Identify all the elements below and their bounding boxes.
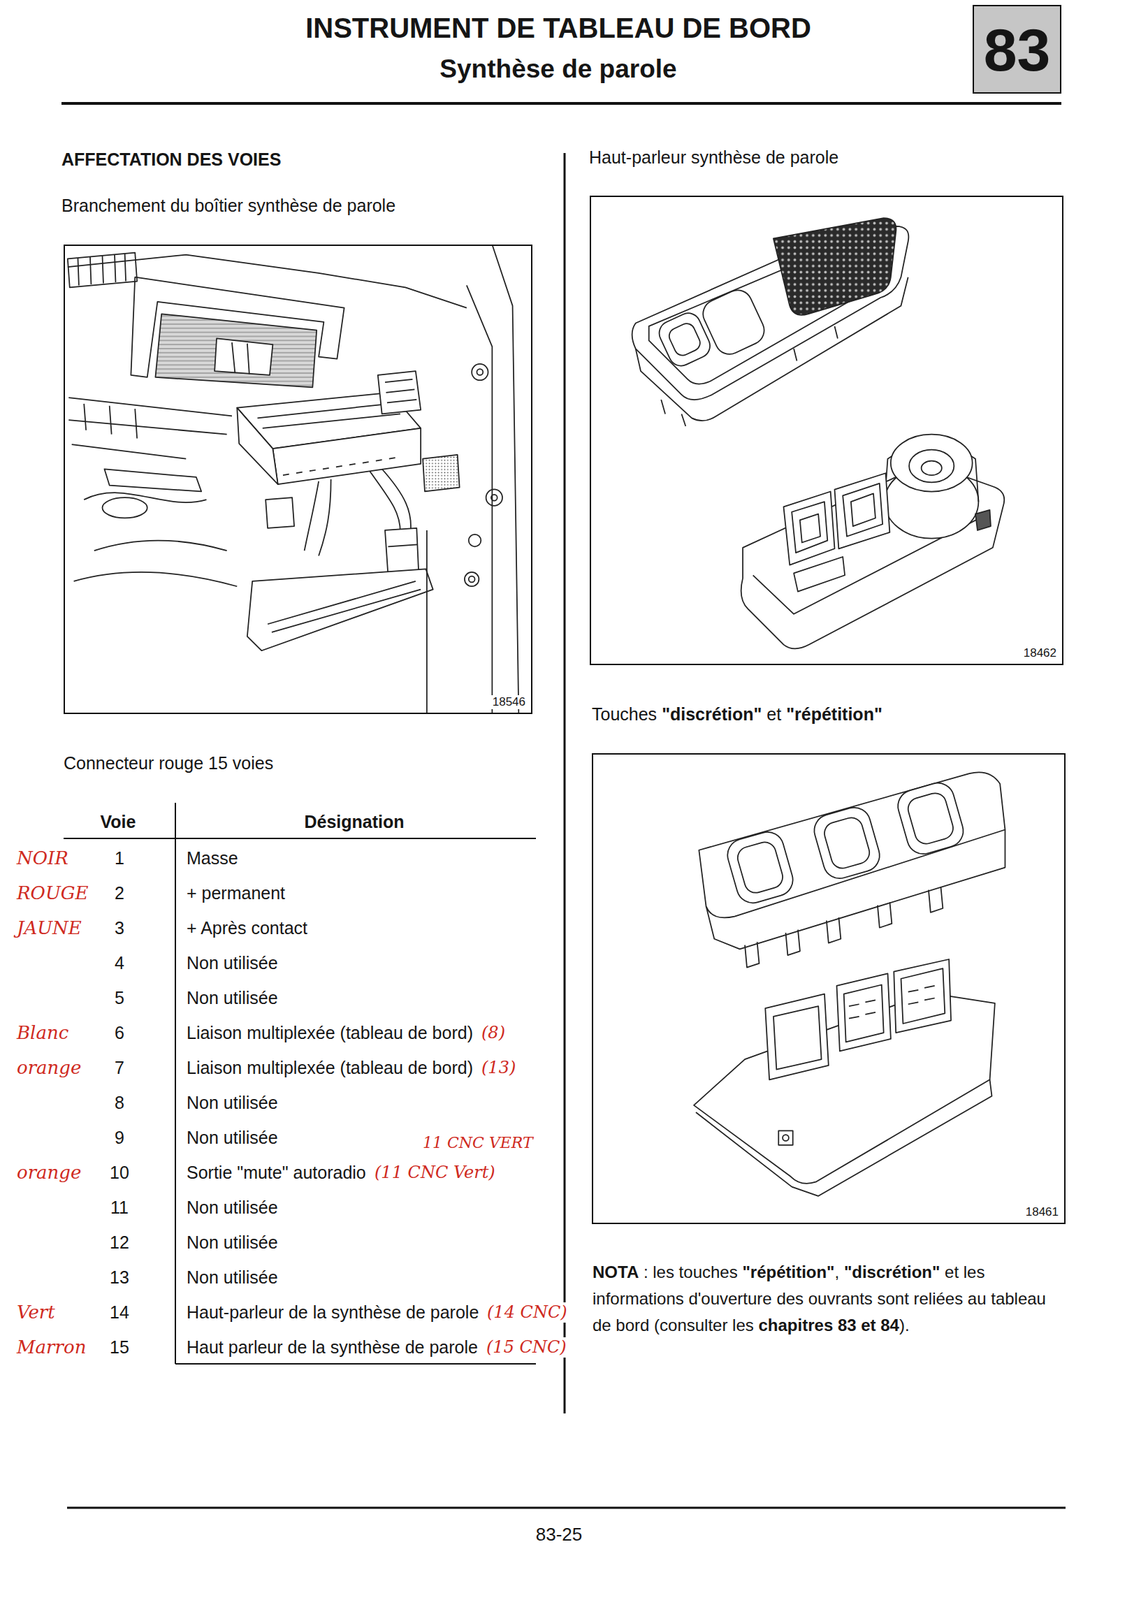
pin-designation: Liaison multiplexée (tableau de bord): [186, 1057, 474, 1079]
text-run: et: [766, 704, 782, 724]
pin-number: 13: [109, 1266, 130, 1288]
chapter-box: 83: [972, 4, 1062, 94]
handwritten-note: (13): [480, 1057, 518, 1079]
pin-designation: Non utilisée: [186, 1266, 279, 1288]
pin-number: 3: [114, 917, 125, 939]
dashboard-illustration: [67, 244, 519, 715]
text-run: : les touches: [643, 1262, 738, 1282]
pin-designation: Liaison multiplexée (tableau de bord): [186, 1022, 474, 1044]
handwritten-wire-color: Vert: [15, 1301, 57, 1324]
table-caption: Connecteur rouge 15 voies: [63, 752, 274, 774]
button-panel-illustration: [693, 772, 1005, 1196]
text-run: ).: [899, 1315, 910, 1335]
handwritten-note: (8): [480, 1022, 507, 1044]
pin-designation: Haut parleur de la synthèse de parole: [186, 1336, 478, 1358]
text-run: "répétition": [742, 1262, 835, 1282]
pin-designation: Non utilisée: [186, 987, 279, 1009]
note-keyword: NOTA: [592, 1262, 639, 1282]
pin-designation: Non utilisée: [186, 1127, 279, 1148]
handwritten-wire-color: JAUNE: [15, 917, 84, 940]
figure-number: 18462: [1022, 646, 1058, 661]
pin-number: 7: [114, 1057, 125, 1079]
handwritten-wire-color: orange: [15, 1161, 83, 1184]
pin-number: 5: [114, 987, 125, 1009]
figure-number: 18461: [1024, 1205, 1060, 1220]
pin-designation: Haut-parleur de la synthèse de parole: [186, 1301, 479, 1323]
pin-designation: Non utilisée: [186, 1092, 279, 1114]
table-header: Voie: [100, 811, 137, 833]
pin-designation: + Après contact: [186, 917, 308, 939]
text-run: "répétition": [786, 704, 883, 724]
pin-number: 2: [114, 882, 125, 904]
pin-number: 14: [109, 1301, 130, 1323]
pin-designation: Non utilisée: [186, 1196, 279, 1218]
page-number: 83-25: [535, 1523, 583, 1546]
text-run: "discrétion": [661, 704, 762, 724]
pin-number: 12: [109, 1231, 130, 1253]
chapter-number: 83: [983, 16, 1051, 84]
section-heading: AFFECTATION DES VOIES: [61, 148, 281, 170]
pin-designation: Non utilisée: [186, 1231, 279, 1253]
handwritten-wire-color: Blanc: [15, 1022, 70, 1044]
pin-number: 10: [109, 1161, 130, 1183]
page-title: INSTRUMENT DE TABLEAU DE BORD: [305, 11, 812, 45]
text-line: Touches"discrétion"et"répétition": [591, 703, 883, 725]
page-rules: [61, 103, 1066, 1508]
handwritten-note: 11 CNC VERT: [421, 1134, 535, 1153]
handwritten-wire-color: ROUGE: [15, 882, 91, 905]
handwritten-wire-color: orange: [15, 1057, 83, 1079]
pin-designation: Sortie "mute" autoradio: [186, 1161, 367, 1183]
text-run: chapitres 83 et 84: [758, 1315, 900, 1335]
pin-number: 9: [114, 1127, 125, 1148]
handwritten-note: (11 CNC Vert): [373, 1162, 497, 1183]
pin-designation: Non utilisée: [186, 952, 279, 974]
table-header: Désignation: [303, 811, 404, 833]
handwritten-note: (15 CNC): [484, 1337, 569, 1358]
figure-caption: Haut-parleur synthèse de parole: [589, 146, 839, 168]
pin-number: 8: [114, 1092, 125, 1114]
pin-designation: Masse: [186, 847, 239, 869]
figure-frame: 18461: [591, 753, 1066, 1225]
text-line: NOTA: les touches"répétition","discrétio…: [592, 1259, 1063, 1339]
figure-number: 18546: [491, 695, 527, 710]
pin-number: 1: [114, 847, 125, 869]
pin-number: 6: [114, 1022, 125, 1044]
text-run: "discrétion": [844, 1262, 940, 1282]
figure-frame: 18546: [63, 244, 533, 715]
handwritten-wire-color: Marron: [15, 1336, 88, 1359]
text-run: ,: [834, 1262, 840, 1282]
text-run: Touches: [591, 704, 657, 724]
pin-number: 11: [110, 1196, 129, 1218]
handwritten-wire-color: NOIR: [15, 847, 70, 870]
pin-designation: + permanent: [186, 882, 286, 904]
page-subtitle: Synthèse de parole: [439, 53, 677, 85]
pin-number: 4: [114, 952, 125, 974]
pin-number: 15: [109, 1336, 130, 1358]
speaker-illustration: [632, 218, 1005, 649]
figure-caption: Branchement du boîtier synthèse de parol…: [61, 194, 396, 216]
handwritten-note: (14 CNC): [485, 1302, 569, 1323]
figure-frame: 18462: [589, 195, 1064, 666]
